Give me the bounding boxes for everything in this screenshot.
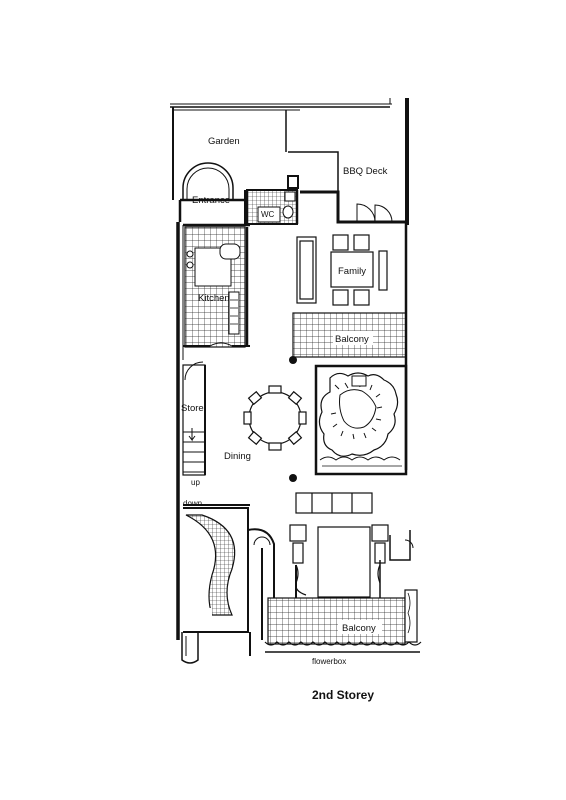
bbq-deck: [287, 151, 407, 224]
courtyard: [314, 364, 408, 476]
upper-balcony: [292, 222, 408, 470]
stair-up-label: up: [191, 478, 200, 487]
room-label-entrance: Entrance: [192, 195, 230, 206]
living-furniture: [289, 492, 389, 598]
stair-down-label: down: [183, 499, 202, 508]
plan-caption: 2nd Storey: [312, 688, 374, 702]
kitchen: [183, 226, 250, 348]
room-label-kitchen: Kitchen: [198, 293, 230, 304]
flowerbox-label: flowerbox: [312, 657, 346, 666]
column-dot: [289, 356, 297, 364]
room-label-dining: Dining: [224, 451, 251, 462]
dining-table: [243, 385, 307, 451]
column-dot: [289, 474, 297, 482]
room-label-garden: Garden: [208, 136, 240, 147]
room-label-wc: WC: [261, 210, 275, 219]
lower-balcony: [264, 589, 422, 653]
store-and-stair: [176, 361, 250, 640]
family-furniture: [296, 234, 388, 306]
wc: [246, 189, 299, 225]
room-label-bbq-deck: BBQ Deck: [343, 166, 388, 177]
room-label-family: Family: [338, 266, 366, 277]
room-label-balcony-upper: Balcony: [335, 334, 369, 345]
room-label-balcony-lower: Balcony: [342, 623, 376, 634]
room-label-store: Store: [181, 403, 204, 414]
outer-walls: [170, 98, 409, 365]
stair-down: [181, 507, 249, 664]
